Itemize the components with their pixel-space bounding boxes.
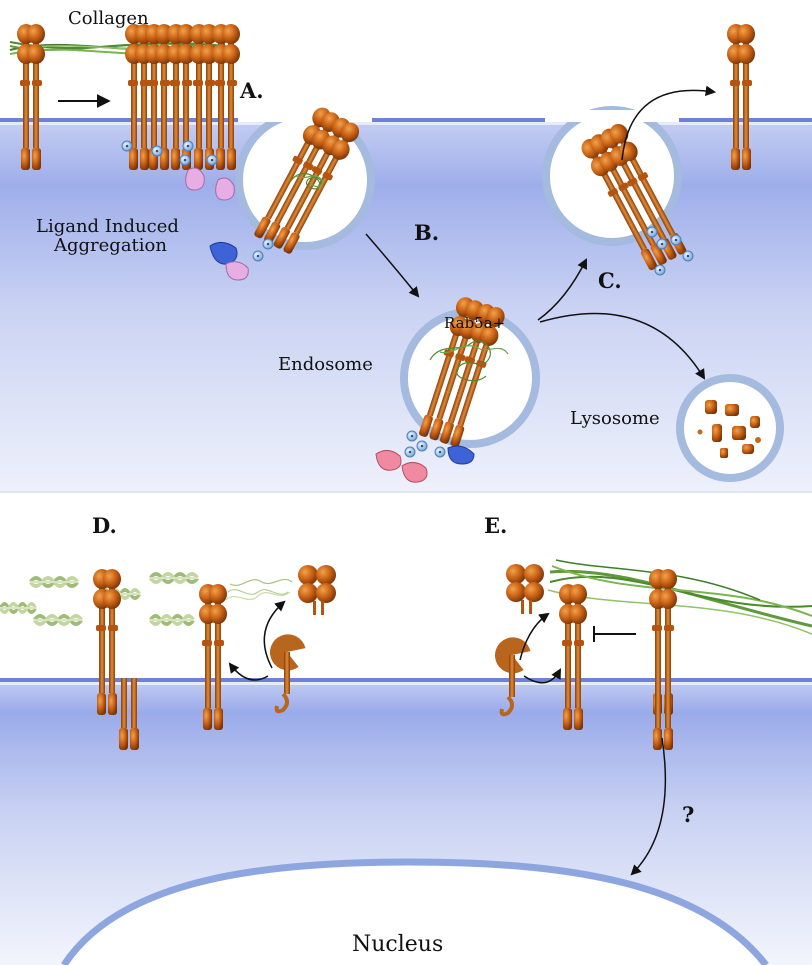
nucleus-label: Nucleus [352, 932, 444, 957]
ectodomain-e [506, 564, 544, 614]
bottom-panel [0, 678, 812, 965]
aggregation-label: Aggregation [54, 235, 167, 256]
collagen-fibril-e [547, 559, 812, 635]
endosome-label: Endosome [278, 354, 373, 375]
step-c-label: C. [598, 268, 622, 293]
receptor-cluster-aggregated [121, 24, 240, 201]
arrows-d [228, 600, 286, 681]
collagen-label: Collagen [68, 8, 149, 29]
lysosome [676, 374, 784, 482]
ectodomain-d [298, 565, 336, 615]
endosome [375, 294, 540, 483]
rab5a-label: Rab5a+ [444, 314, 506, 332]
trafficking-arrows [365, 85, 717, 380]
lysosome-label: Lysosome [570, 408, 660, 429]
recycling-pit-c [542, 106, 694, 276]
ligand-induced-label: Ligand Induced [36, 216, 179, 237]
step-b-label: B. [414, 220, 440, 245]
arrows-e [519, 612, 667, 876]
step-d-label: D. [92, 513, 117, 538]
step-e-label: E. [484, 513, 508, 538]
degraded-collagen-d [0, 572, 293, 626]
unknown-signal-label: ? [682, 802, 695, 827]
step-a-label: A. [240, 78, 264, 103]
endocytic-pit-a [209, 104, 375, 281]
